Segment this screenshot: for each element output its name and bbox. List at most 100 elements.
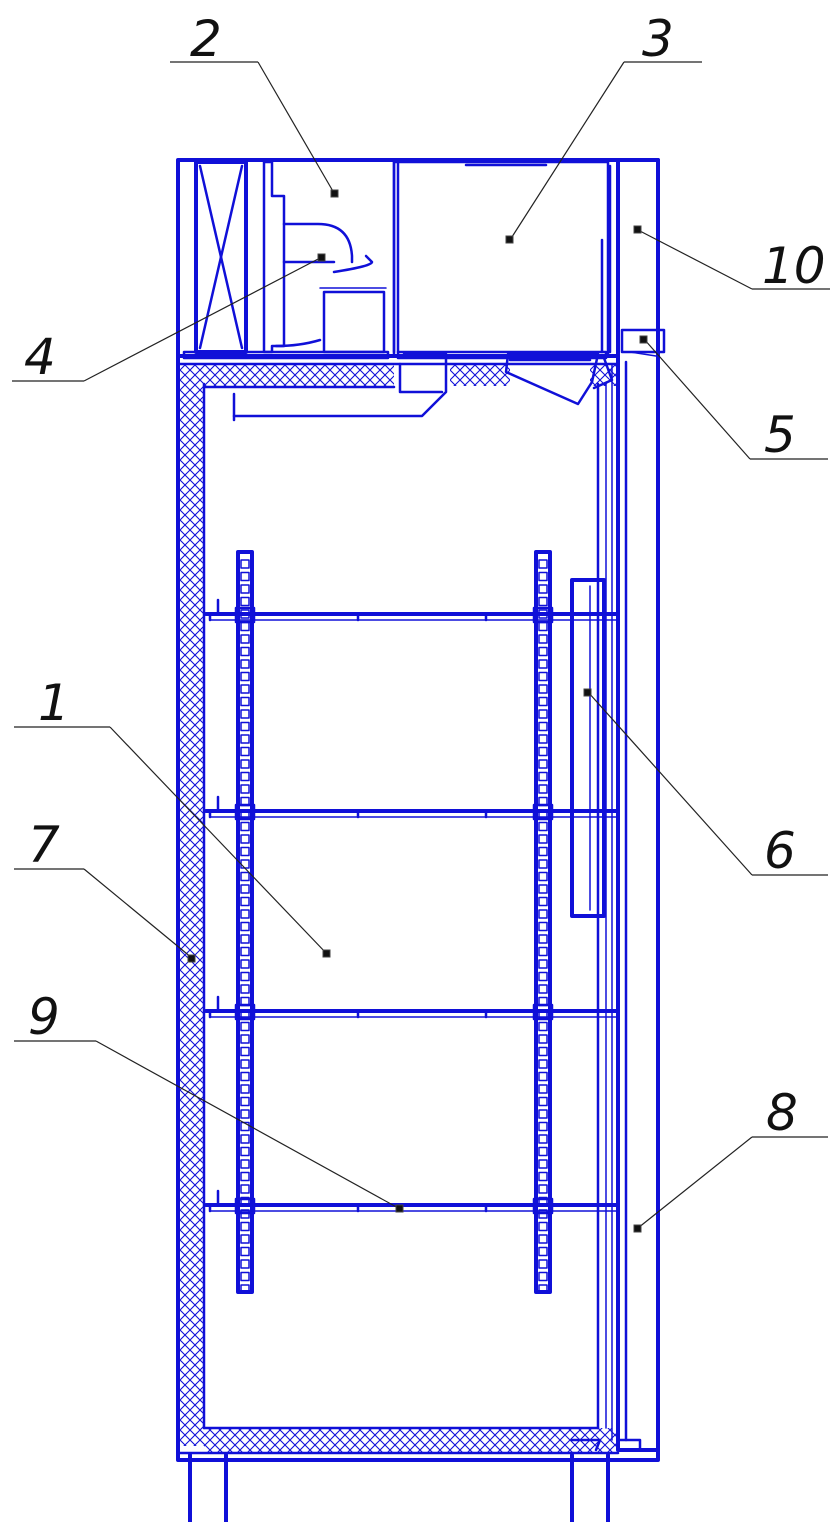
rail-slot — [240, 1146, 250, 1157]
rail-slot — [538, 1121, 548, 1132]
rail-slot — [240, 884, 250, 894]
rail-slot — [538, 646, 548, 657]
rail-slot — [538, 1134, 548, 1144]
callout-markers — [187, 189, 648, 1233]
rail-slot — [240, 1046, 250, 1057]
rail-slot — [538, 1021, 548, 1032]
rail-slot — [240, 1096, 250, 1107]
rail-slot — [240, 1259, 250, 1269]
rail-slot — [538, 684, 548, 694]
marker-5 — [639, 335, 648, 344]
rail-slot — [240, 734, 250, 744]
legs — [188, 1438, 610, 1522]
rail-slot — [240, 659, 250, 669]
marker-1 — [322, 949, 331, 958]
shelf — [204, 795, 620, 821]
marker-10 — [633, 225, 642, 234]
rail-slot — [240, 1184, 250, 1194]
rail-slot — [240, 771, 250, 782]
rail-slot — [240, 1159, 250, 1169]
rail-slot — [538, 1246, 548, 1257]
rail-slots — [240, 559, 548, 1294]
rail-slot — [240, 934, 250, 944]
rail-slot — [240, 846, 250, 857]
rail-slot — [538, 734, 548, 744]
rail-slot — [538, 1259, 548, 1269]
rail-slot — [538, 921, 548, 932]
rail-slot — [240, 696, 250, 707]
callout-1: 1 — [38, 674, 70, 732]
rail-slot — [538, 909, 548, 919]
rail-slot — [538, 721, 548, 732]
rail-slot — [538, 1221, 548, 1232]
rail-slot — [538, 571, 548, 582]
marker-8 — [633, 1224, 642, 1233]
rail-slot — [240, 646, 250, 657]
marker-6 — [583, 688, 592, 697]
rail-slot — [538, 1284, 548, 1294]
rail-slot — [240, 921, 250, 932]
rail-slot — [538, 871, 548, 882]
rail-slot — [538, 1096, 548, 1107]
callout-8: 8 — [766, 1084, 798, 1142]
marker-3 — [505, 235, 514, 244]
rail-slot — [538, 1059, 548, 1069]
rail-slot — [538, 946, 548, 957]
rail-slot — [240, 1134, 250, 1144]
callout-2: 2 — [190, 10, 222, 68]
rail-slot — [240, 1284, 250, 1294]
rail-slot — [538, 671, 548, 682]
marker-2 — [330, 189, 339, 198]
shelf-rail-right — [534, 550, 552, 1294]
rail-slot — [538, 896, 548, 907]
rail-slot — [240, 559, 250, 569]
rail-slot — [538, 596, 548, 607]
rail-slot — [538, 834, 548, 844]
rail-slot — [538, 759, 548, 769]
rail-slot — [538, 971, 548, 982]
rail-slot — [538, 884, 548, 894]
rail-slot — [538, 1046, 548, 1057]
rail-slot — [240, 859, 250, 869]
rail-slot — [240, 721, 250, 732]
rail-slot — [538, 984, 548, 994]
rail-slot — [240, 621, 250, 632]
leader-lines — [12, 61, 830, 1229]
rail-slot — [538, 934, 548, 944]
marker-4 — [317, 253, 326, 262]
rail-slot — [538, 771, 548, 782]
marker-7 — [187, 954, 196, 963]
rail-slot — [538, 821, 548, 832]
shelves — [204, 598, 620, 1215]
rail-slot — [538, 746, 548, 757]
rail-slot — [538, 959, 548, 969]
callout-3: 3 — [642, 10, 674, 68]
rail-slot — [240, 596, 250, 607]
rail-slot — [240, 984, 250, 994]
rail-slot — [538, 1184, 548, 1194]
callout-9: 9 — [28, 988, 60, 1046]
rail-slot — [240, 1171, 250, 1182]
rail-slot — [240, 971, 250, 982]
rail-slot — [240, 1246, 250, 1257]
rail-slot — [240, 821, 250, 832]
door-handle — [570, 578, 606, 918]
rail-slot — [240, 871, 250, 882]
rail-slot — [538, 659, 548, 669]
rail-slot — [240, 784, 250, 794]
rail-slot — [240, 909, 250, 919]
rail-slot — [240, 1034, 250, 1044]
rail-slot — [538, 1159, 548, 1169]
rail-slot — [240, 634, 250, 644]
rail-slot — [240, 1021, 250, 1032]
rail-slot — [240, 1059, 250, 1069]
rail-slot — [240, 584, 250, 594]
rail-slot — [538, 709, 548, 719]
shelf — [204, 995, 620, 1021]
rail-slot — [240, 1221, 250, 1232]
rail-slot — [538, 1034, 548, 1044]
marker-9 — [395, 1204, 404, 1213]
shelf — [204, 598, 620, 624]
callout-labels: 1 2 3 4 5 6 7 8 9 10 — [24, 10, 826, 1142]
